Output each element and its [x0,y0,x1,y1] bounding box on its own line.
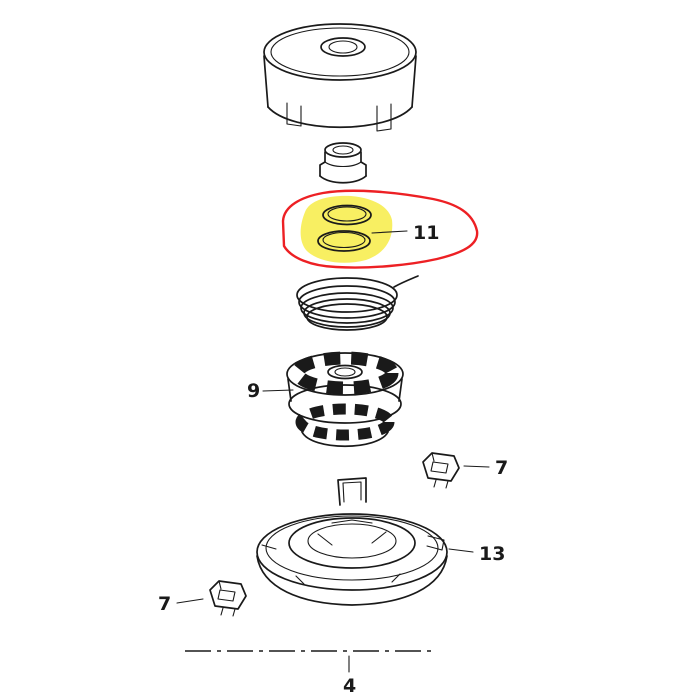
part-label-spool: 9 [247,380,260,402]
drum-right-side [411,55,417,108]
spring-coil-1 [296,277,398,313]
retainer-clip-right [422,452,460,489]
snap-ring-upper-inner [327,206,367,222]
clip-feet [220,607,236,617]
nut-left-profile [319,151,326,177]
snap-rings [317,204,372,252]
spool-lower-teeth [295,403,395,441]
drum-left-side [263,55,269,108]
leader-line-9 [262,389,294,392]
spring-tail [393,275,419,288]
clip-slot [430,461,449,474]
clip-body [209,580,247,610]
snap-ring-lower-inner [322,231,366,249]
drum-top-rim [263,23,417,81]
base-hub-lines [317,519,387,546]
clip-slot [217,589,236,602]
base-skirt [256,555,448,606]
lock-nut [319,142,367,184]
spring-coil-4 [303,298,391,328]
nut-mid-line [324,161,362,168]
coil-spring [296,275,419,331]
spring-coil-3 [300,292,394,324]
spring-coil-2 [298,285,396,319]
part-label-snap-rings: 11 [413,222,439,244]
part-label-base-cover: 13 [479,543,505,565]
highlight-region [281,189,479,269]
snap-ring-upper [322,204,372,226]
spool-center-hole-inner [334,367,356,377]
snap-ring-lower [317,230,371,252]
base-platform [288,517,416,569]
part-label-clip-right: 7 [495,457,508,479]
nut-hole [332,145,354,155]
spool-mid-flange [288,384,402,424]
leader-line-7-right [463,465,490,468]
spool-top-flange [286,352,404,396]
part-label-clip-left: 7 [158,593,171,615]
drum-bottom-edge [267,106,413,128]
base-cover [256,477,448,606]
base-top-tab [337,477,367,506]
base-center-opening [307,523,397,559]
leader-line-7-left [176,598,204,604]
base-top-tab-inner [342,481,362,503]
highlight-red-outline [281,189,479,269]
base-rim-inner [265,515,439,581]
part-label-centerline: 4 [343,675,356,697]
spool-top-teeth [291,351,399,395]
nut-bottom [319,175,367,184]
nut-right-profile [360,151,367,177]
spring-coil-5 [306,303,388,331]
drum-slot-right [376,103,392,132]
retainer-clip-left [209,580,247,617]
spool-bottom-edge [301,431,389,447]
clip-edge [218,580,222,590]
drum-cover [263,23,417,132]
drum-inner-rim [270,27,410,77]
clip-feet [433,479,449,489]
base-slot-right [426,535,445,551]
base-detail-lines [295,573,401,585]
leader-line-13 [448,548,474,553]
spool-center-hole [327,364,363,380]
drum-center-hole-inner [328,40,358,54]
drum-center-hole [320,37,366,57]
clip-edge [431,452,435,462]
drum-slot-left [286,102,302,127]
clip-body [422,452,460,482]
spool [286,351,404,447]
leader-line-11 [371,230,408,234]
spool-right-side [398,378,403,402]
nut-top [324,142,362,158]
assembly-centerline [185,650,432,673]
base-notch-left [261,544,277,550]
base-outer-rim [256,513,448,591]
